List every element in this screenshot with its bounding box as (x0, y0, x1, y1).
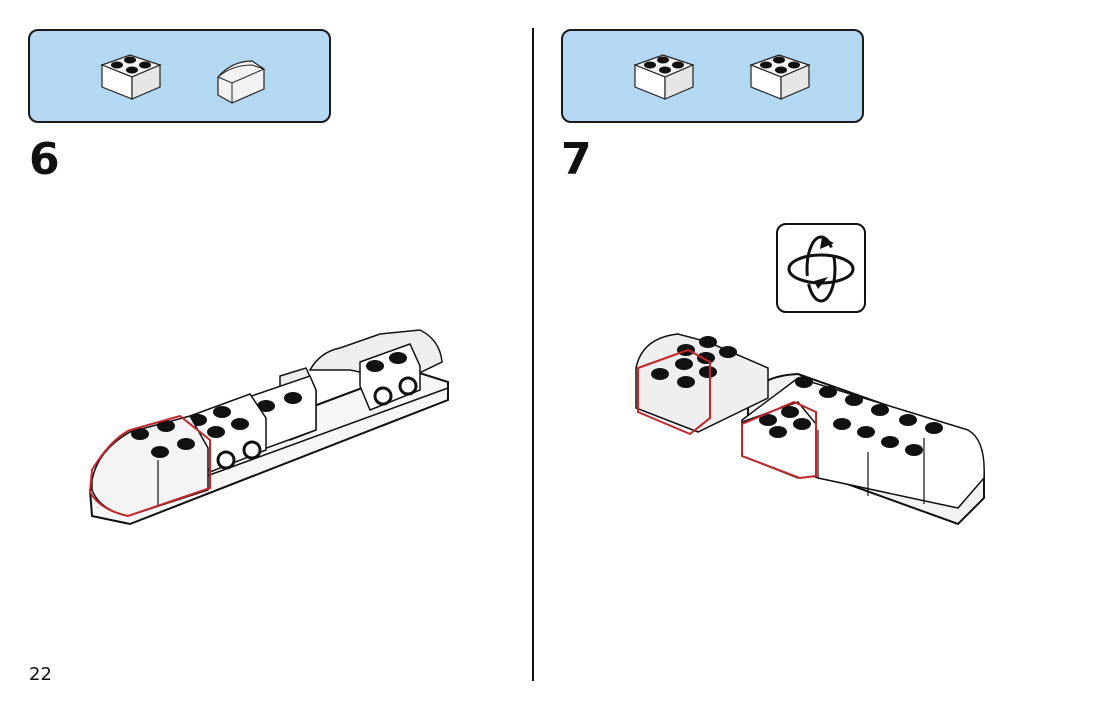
step-6-parts-box (28, 29, 331, 123)
step-6-assembly-illustration (88, 329, 449, 526)
step-7-parts-box (561, 29, 864, 123)
rotate-model-icon (776, 223, 866, 313)
new-part-highlight (88, 414, 211, 518)
slope-curved-white-icon (217, 60, 265, 104)
page-number: 22 (29, 664, 52, 685)
step-7-number: 7 (561, 134, 592, 185)
brick-2x2-white-icon (749, 54, 811, 100)
step-7-assembly-illustration (635, 333, 985, 526)
brick-2x2-white-icon (633, 54, 695, 100)
step-6-number: 6 (29, 134, 60, 185)
brick-2x2-white-icon (100, 54, 162, 100)
new-part-highlight (741, 400, 817, 480)
new-part-highlight (637, 348, 711, 436)
page-divider (532, 28, 534, 681)
